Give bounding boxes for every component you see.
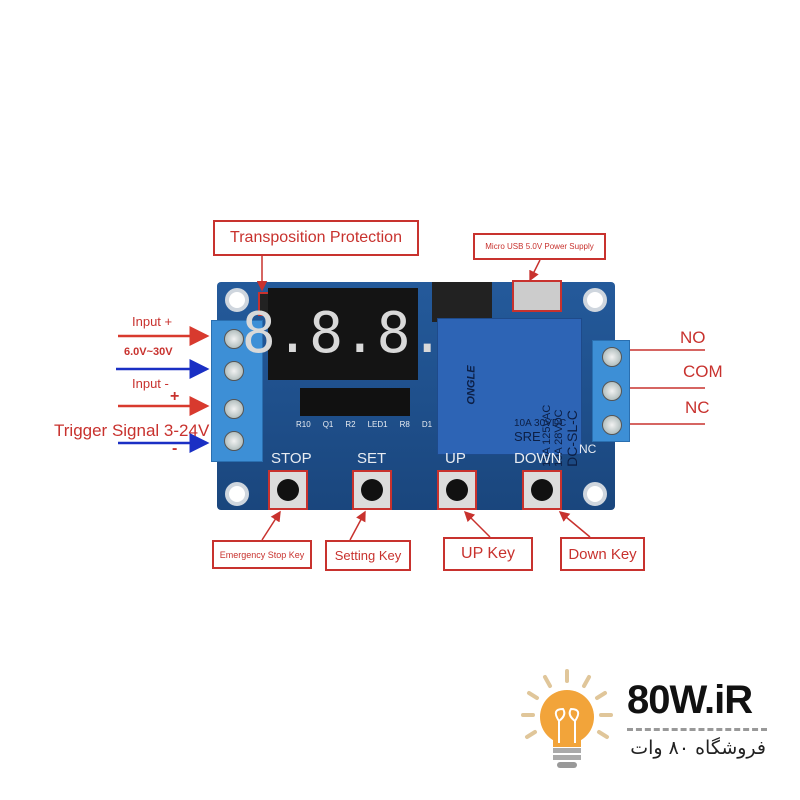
setting-key-callout: Setting Key	[325, 540, 411, 571]
mount-hole	[583, 482, 607, 506]
up-button[interactable]	[437, 470, 477, 510]
silk-r2: R2	[345, 420, 356, 429]
trigger-minus-label: -	[172, 440, 178, 457]
chip	[432, 282, 492, 322]
output-terminal-block	[592, 340, 630, 442]
bulb-logo-icon	[515, 665, 615, 775]
set-button[interactable]	[352, 470, 392, 510]
relay: ONGLE 10A 125VAC 10A 28VDC DC-SL-C 10A 3…	[437, 318, 582, 467]
set-label: SET	[357, 450, 387, 467]
stop-label: STOP	[271, 450, 312, 467]
optocoupler	[300, 388, 410, 416]
trigger-signal-label: Trigger Signal 3-24V	[54, 421, 210, 440]
silk-d1: D1	[421, 420, 433, 429]
silkscreen: R10 Q1 R2 LED1 R8 D1	[296, 420, 432, 429]
down-label: DOWN	[514, 450, 562, 467]
input-minus-label: Input -	[132, 376, 169, 391]
silk-nc: NC	[579, 442, 597, 456]
logo-tagline: فروشگاه ۸۰ وات	[630, 737, 766, 759]
transposition-protection-callout: Transposition Protection	[213, 220, 419, 256]
down-button[interactable]	[522, 470, 562, 510]
com-label: COM	[683, 362, 723, 381]
led-display: 8.8.8.	[242, 288, 444, 380]
trigger-plus-label: +	[170, 388, 180, 405]
up-label: UP	[445, 450, 466, 467]
stop-button[interactable]	[268, 470, 308, 510]
no-label: NO	[680, 328, 706, 347]
relay-specs-2: 10A 30VDC SRE	[514, 418, 567, 444]
emergency-stop-callout: Emergency Stop Key	[212, 540, 312, 569]
logo-brand: 80W.iR	[627, 678, 753, 722]
voltage-range-label: 6.0V~30V	[124, 346, 173, 358]
up-key-callout: UP Key	[443, 537, 533, 571]
input-plus-label: Input +	[132, 314, 173, 329]
down-key-callout: Down Key	[560, 537, 645, 571]
mount-hole	[583, 288, 607, 312]
display-digits: 8.8.8.	[241, 301, 445, 366]
nc-label: NC	[685, 398, 710, 417]
silk-q1: Q1	[322, 420, 334, 429]
logo-divider	[627, 728, 767, 731]
mount-hole	[225, 482, 249, 506]
usb-power-callout: Micro USB 5.0V Power Supply	[473, 233, 606, 260]
silk-r10: R10	[296, 420, 311, 429]
input-terminal-block	[211, 320, 263, 462]
silk-led1: LED1	[367, 420, 388, 429]
silk-r8: R8	[399, 420, 410, 429]
mount-hole	[225, 288, 249, 312]
relay-spec: SRE	[514, 428, 541, 444]
relay-spec: 10A 30VDC	[514, 418, 567, 429]
